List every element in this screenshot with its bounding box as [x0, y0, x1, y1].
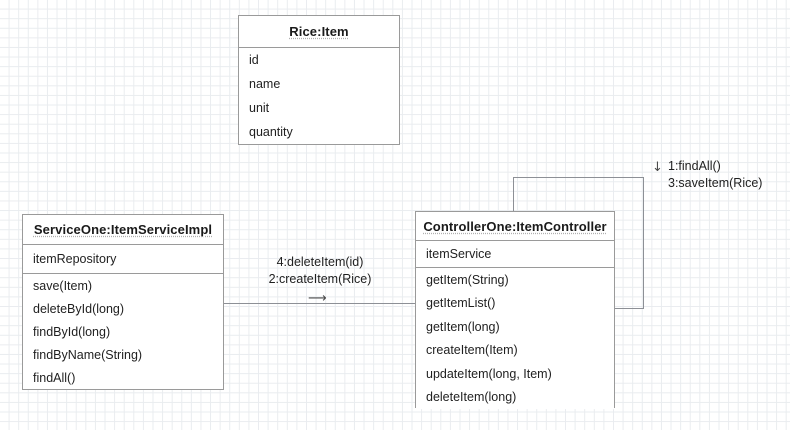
connector-service-controller	[224, 303, 415, 304]
class-attribute-row: unit	[249, 101, 270, 115]
class-operation-row: updateItem(long, Item)	[426, 366, 552, 381]
class-attribute-row: itemService	[426, 247, 492, 261]
class-attributes-rice-item: id name unit quantity	[239, 48, 399, 144]
class-attribute-row: id	[249, 53, 259, 67]
class-operation-row: deleteById(long)	[33, 301, 125, 316]
class-title-controller-one: ControllerOne:ItemController	[416, 212, 614, 241]
class-operation-row: createItem(Item)	[426, 343, 518, 358]
class-operations-controller-one: getItem(String) getItemList() getItem(lo…	[416, 268, 614, 409]
arrow-down-icon: ↓	[652, 160, 663, 175]
class-operation-row: getItemList()	[426, 296, 496, 311]
class-box-service-one[interactable]: ServiceOne:ItemServiceImpl itemRepositor…	[22, 214, 224, 390]
message-label-controller-to-service: 4:deleteItem(id) 2:createItem(Rice)	[250, 254, 390, 288]
class-operations-service-one: save(Item) deleteById(long) findById(lon…	[23, 274, 223, 389]
message-line: 2:createItem(Rice)	[268, 272, 372, 286]
message-line: 3:saveItem(Rice)	[668, 176, 763, 190]
message-line: 1:findAll()	[668, 159, 721, 173]
connector-loop-bottom-horizontal	[615, 308, 644, 309]
class-operation-row: getItem(long)	[426, 319, 500, 334]
class-operation-row: getItem(String)	[426, 272, 509, 287]
message-label-self-loop: 1:findAll() 3:saveItem(Rice)	[668, 158, 788, 192]
class-operation-row: save(Item)	[33, 278, 93, 293]
class-operation-row: findAll()	[33, 370, 76, 385]
connector-loop-left-vertical	[513, 177, 514, 212]
class-operation-row: findByName(String)	[33, 347, 143, 362]
arrow-right-icon: ⟶	[308, 291, 327, 306]
class-title-service-one: ServiceOne:ItemServiceImpl	[23, 215, 223, 245]
connector-loop-right-vertical	[643, 177, 644, 308]
class-attribute-row: quantity	[249, 125, 293, 139]
message-line: 4:deleteItem(id)	[276, 255, 364, 269]
class-attribute-row: itemRepository	[33, 252, 117, 266]
class-box-rice-item[interactable]: Rice:Item id name unit quantity	[238, 15, 400, 145]
class-attribute-row: name	[249, 77, 281, 91]
class-attributes-service-one: itemRepository	[23, 245, 223, 274]
connector-loop-top-horizontal	[513, 177, 643, 178]
class-operation-row: findById(long)	[33, 324, 111, 339]
class-box-controller-one[interactable]: ControllerOne:ItemController itemService…	[415, 211, 615, 409]
class-title-rice-item: Rice:Item	[239, 16, 399, 48]
class-operation-row: deleteItem(long)	[426, 390, 517, 405]
class-attributes-controller-one: itemService	[416, 241, 614, 268]
